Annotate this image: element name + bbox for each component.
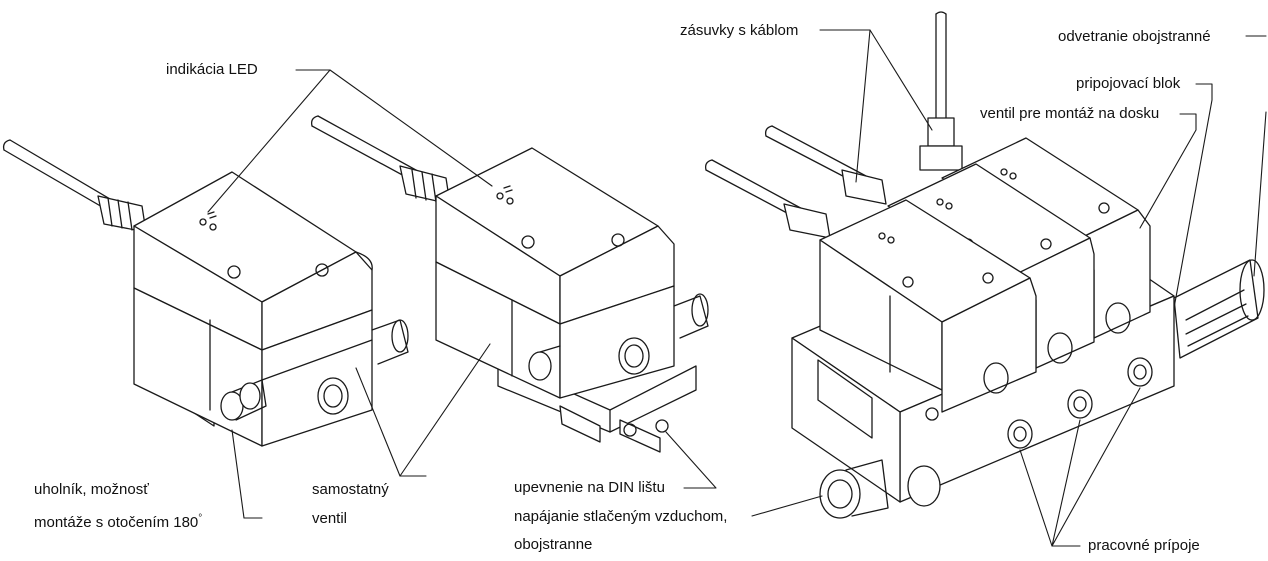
- label-single-line2: ventil: [312, 510, 348, 527]
- label-bracket-text: montáže s otočením 180: [34, 514, 199, 531]
- supply-fitting: [819, 459, 941, 519]
- label-supply-line2: obojstranne: [514, 536, 593, 553]
- label-led-indication: indikácia LED: [166, 61, 258, 78]
- label-bracket-line1: uholník, možnosť: [34, 481, 149, 498]
- label-bracket-line2: montáže s otočením 180°: [34, 508, 202, 533]
- label-degree-sign: °: [198, 513, 203, 524]
- port: [618, 337, 650, 375]
- label-connection-block: pripojovací blok: [1076, 75, 1181, 92]
- exhaust-silencer: [1173, 259, 1265, 359]
- label-din-rail: upevnenie na DIN lištu: [514, 479, 665, 496]
- leader-din: [665, 431, 717, 489]
- port: [1105, 302, 1131, 334]
- cable-end: [310, 115, 319, 127]
- manifold-window: [817, 359, 873, 439]
- label-exhaust: odvetranie obojstranné: [1058, 28, 1211, 45]
- port: [317, 377, 349, 415]
- screw: [521, 235, 535, 249]
- cable-end: [2, 139, 11, 151]
- housing-front: [559, 225, 675, 325]
- leader-lines: [207, 29, 1267, 547]
- work-port-fittings: [1007, 357, 1153, 449]
- port: [983, 362, 1009, 394]
- led-indicator: [496, 185, 514, 205]
- side-fitting: [673, 293, 709, 339]
- din-clip: [559, 405, 669, 453]
- leader-block: [1173, 83, 1213, 309]
- leader-exhaust: [1245, 35, 1267, 277]
- single-valve-bracket: [2, 139, 409, 447]
- label-plate-valve: ventil pre montáž na dosku: [980, 105, 1160, 122]
- label-supply-line1: napájanie stlačeným vzduchom,: [514, 508, 728, 525]
- supply-fitting: [528, 345, 561, 381]
- leader-supply: [751, 495, 823, 517]
- label-cable-socket: zásuvky s káblom: [680, 22, 799, 39]
- screw: [611, 233, 625, 247]
- screw: [315, 263, 329, 277]
- valve-body-front: [559, 285, 675, 399]
- led-indicator: [199, 211, 217, 231]
- leader-socket: [819, 29, 933, 183]
- leader-plate-valve: [1139, 113, 1197, 229]
- supply-fitting: [220, 379, 267, 421]
- valve-body-front: [261, 309, 373, 447]
- port: [1047, 332, 1073, 364]
- leader-work-ports: [1019, 387, 1141, 547]
- side-fitting: [371, 319, 409, 365]
- housing-front: [261, 251, 373, 351]
- cable-socket: [919, 117, 963, 171]
- label-work-ports: pracovné prípoje: [1088, 537, 1200, 554]
- single-valve-din: [310, 115, 709, 453]
- screw: [227, 265, 241, 279]
- leader-single: [355, 343, 491, 477]
- plate-valve: [819, 199, 1037, 413]
- leader-bracket: [231, 429, 263, 519]
- leader-led: [207, 69, 493, 213]
- housing-cap: [355, 251, 373, 271]
- valve-manifold-assembly: [704, 11, 1265, 519]
- label-single-line1: samostatný: [312, 481, 389, 498]
- cable-vertical: [935, 13, 947, 119]
- cable-plug: [783, 169, 887, 239]
